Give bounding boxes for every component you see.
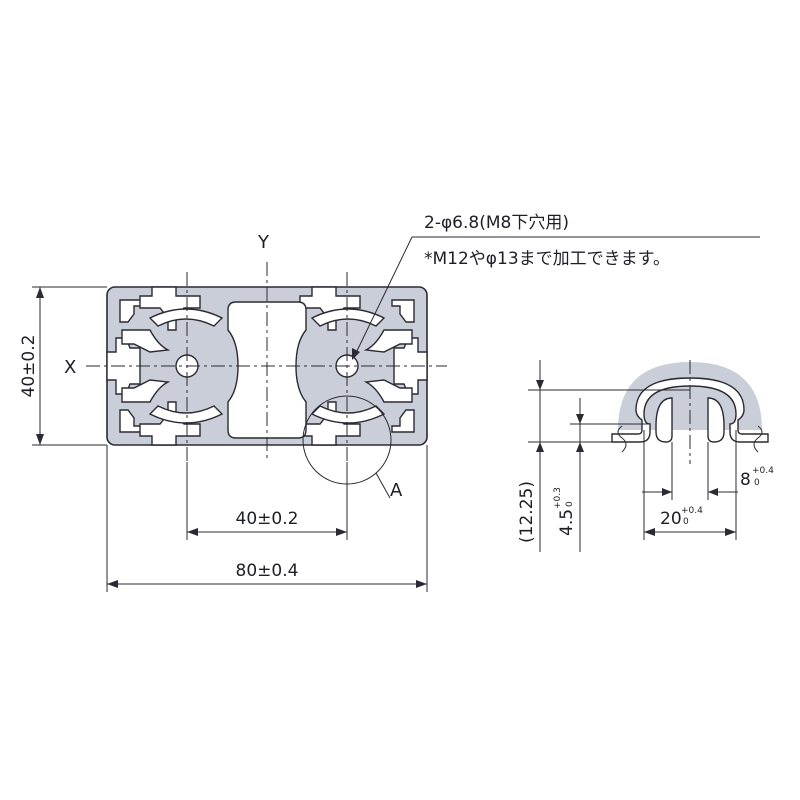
hole-note: 2-φ6.8(M8下穴用) bbox=[424, 213, 569, 233]
note-leader-arrow bbox=[352, 348, 360, 360]
dim-width-label: 80±0.4 bbox=[236, 561, 299, 581]
t-slot-right bbox=[393, 337, 428, 395]
dim-height bbox=[32, 286, 107, 446]
slot-detail bbox=[611, 360, 769, 464]
arc-pocket-right-bottom bbox=[310, 405, 386, 424]
slot-opening-base: 8 bbox=[740, 470, 751, 490]
center-lines bbox=[86, 262, 447, 462]
note-leader-line bbox=[354, 236, 413, 356]
pocket-left-upper bbox=[121, 329, 171, 353]
slot-detail-profile bbox=[611, 377, 769, 443]
corner-cavity-top-right bbox=[391, 299, 415, 323]
slot-depth-tol-lower: 0 bbox=[565, 501, 575, 507]
pocket-left-lower bbox=[121, 379, 171, 403]
slot-opening-tol-lower: 0 bbox=[754, 478, 760, 488]
slot-width-base: 20 bbox=[660, 509, 682, 529]
dim-pitch-label: 40±0.2 bbox=[236, 509, 299, 529]
break-line-left bbox=[617, 425, 627, 453]
slot-width-tol-lower: 0 bbox=[683, 517, 689, 527]
dim-height-label: 40±0.2 bbox=[19, 335, 39, 398]
arc-pocket-left-bottom bbox=[148, 405, 224, 424]
arc-pocket-left-top bbox=[148, 308, 224, 327]
slot-depth-label: 4.5 +0.3 0 bbox=[553, 487, 577, 536]
slot-inner-right bbox=[707, 397, 725, 443]
tap-note: *M12やφ13まで加工できます。 bbox=[424, 249, 670, 269]
hole-note-leader bbox=[352, 236, 760, 360]
slot-width-label: 20 +0.4 0 bbox=[660, 506, 703, 529]
detail-marker-label: A bbox=[390, 480, 403, 501]
slot-opening-tol-upper: +0.4 bbox=[752, 466, 774, 476]
corner-cavity-bottom-right bbox=[391, 409, 415, 433]
t-slot-bottom-left bbox=[139, 401, 201, 446]
t-slot-top-left bbox=[139, 286, 201, 331]
dim-slot-horizontal bbox=[642, 430, 738, 540]
arc-pocket-right-top bbox=[310, 308, 386, 327]
dim-width bbox=[106, 445, 428, 592]
break-line-right bbox=[753, 425, 763, 453]
dim-pitch bbox=[186, 462, 348, 540]
slot-depth-base: 4.5 bbox=[557, 509, 577, 536]
slot-opening-label: 8 +0.4 0 bbox=[740, 466, 774, 490]
dim-slot-vertical bbox=[528, 360, 690, 552]
axis-x-label: X bbox=[64, 357, 76, 378]
slot-width-tol-upper: +0.4 bbox=[681, 506, 703, 516]
pocket-right-upper bbox=[363, 329, 413, 353]
slot-inner-left bbox=[655, 397, 673, 443]
detail-a-leader bbox=[375, 472, 391, 499]
slot-depth-tol-upper: +0.3 bbox=[553, 487, 563, 509]
axis-y-label: Y bbox=[257, 232, 270, 253]
slot-depth-ref-label: (12.25) bbox=[517, 481, 537, 543]
t-slot-top-right bbox=[299, 286, 361, 331]
pocket-right-lower bbox=[363, 379, 413, 403]
